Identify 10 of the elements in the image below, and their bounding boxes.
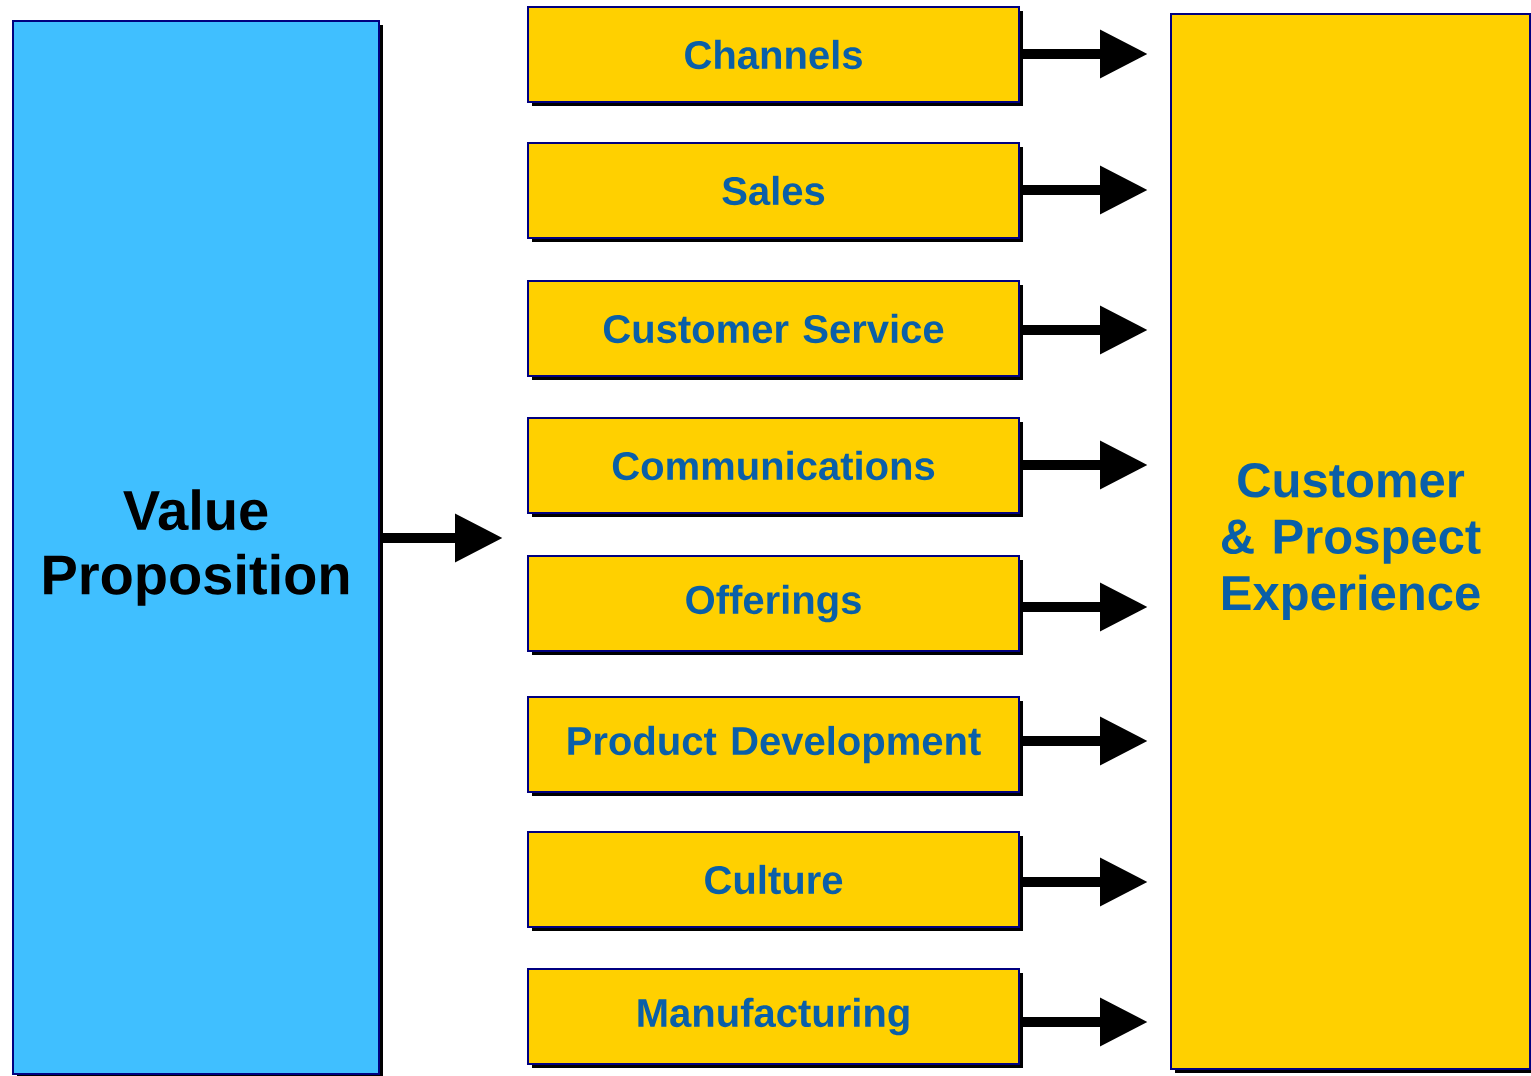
- process-box: Manufacturing: [527, 968, 1023, 1068]
- value-box: Value Proposition: [12, 20, 383, 1076]
- process-box: Customer Service: [527, 280, 1023, 380]
- process-box: Offerings: [527, 555, 1023, 655]
- process-box: Channels: [527, 6, 1023, 106]
- process-box: Communications: [527, 417, 1023, 517]
- process-box: Product Development: [527, 696, 1023, 796]
- outcome-box: Customer & Prospect Experience: [1170, 13, 1531, 1073]
- process-box: Culture: [527, 831, 1023, 931]
- process-box: Sales: [527, 142, 1023, 242]
